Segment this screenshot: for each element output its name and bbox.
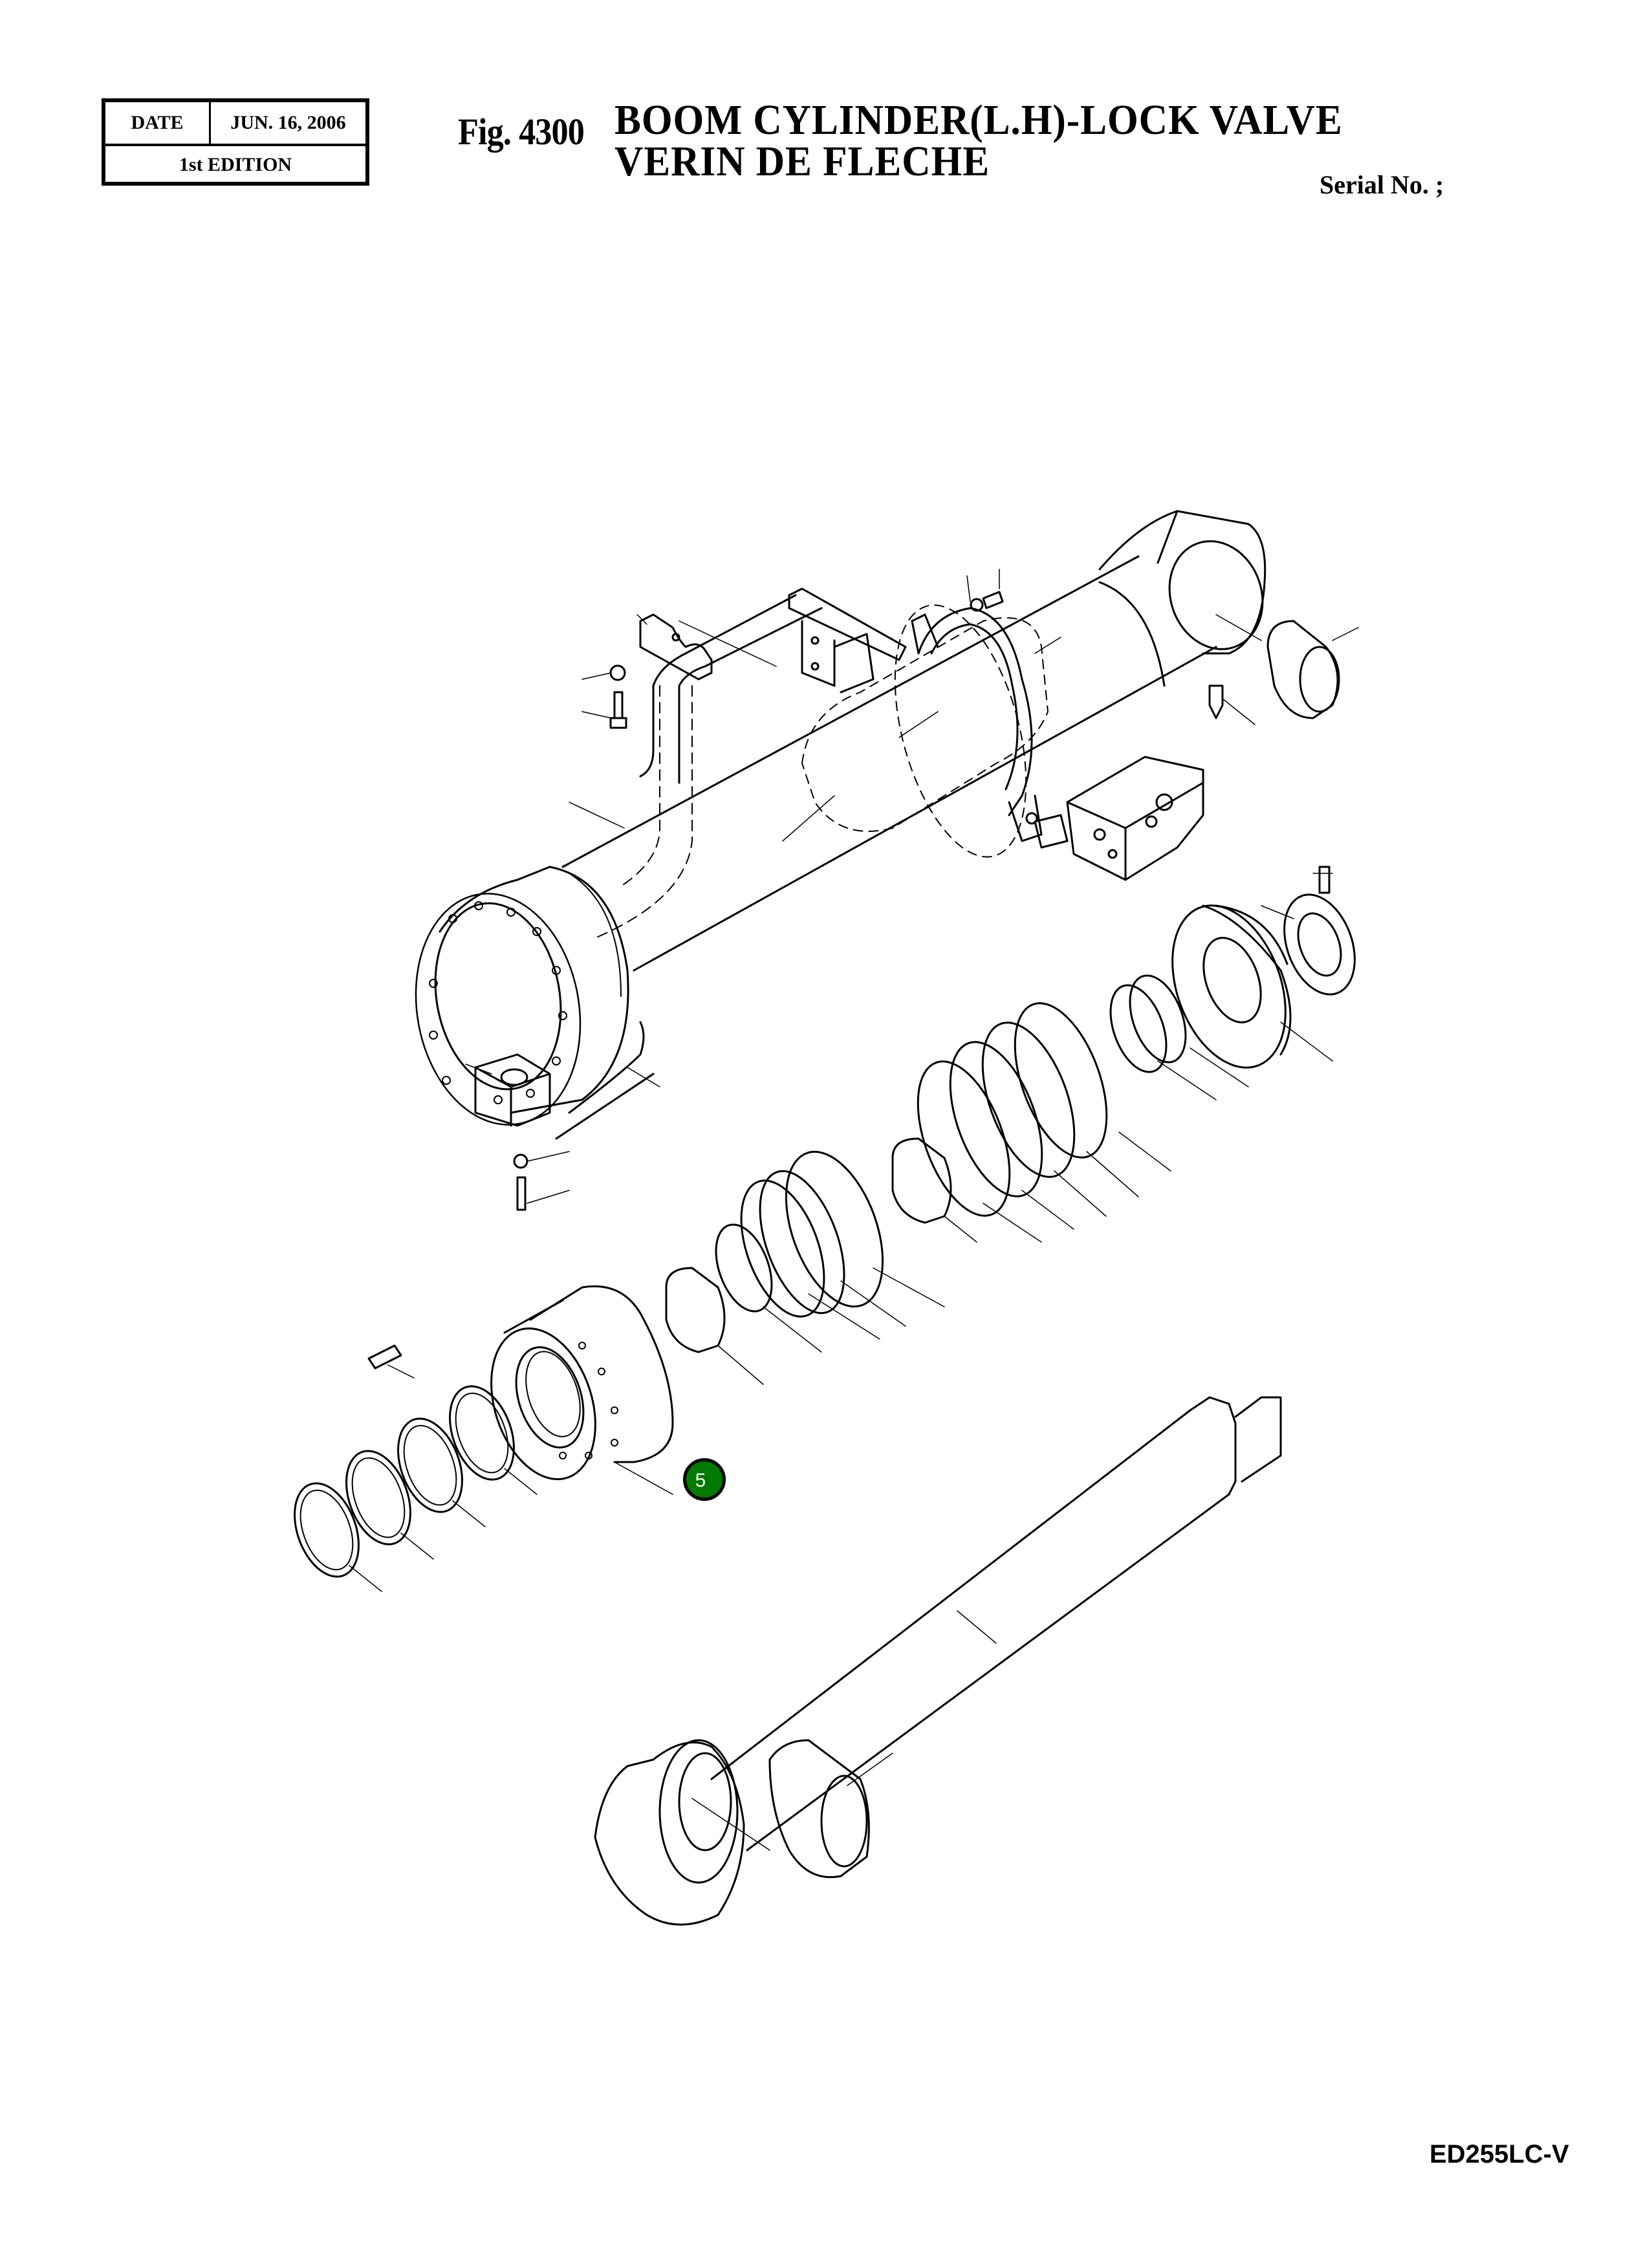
piston <box>1171 904 1292 1069</box>
edition-label: 1st EDITION <box>179 153 292 175</box>
fasteners-top <box>609 591 1224 729</box>
port-flange <box>474 1053 551 1211</box>
lock-valve-block <box>1034 756 1204 881</box>
piston-nut <box>1283 866 1356 996</box>
pipe-saddle-block <box>639 613 713 681</box>
rod-cover-gland <box>490 1285 674 1480</box>
mounting-bracket <box>788 587 907 694</box>
date-edition-box: DATE JUN. 16, 2006 1st EDITION <box>102 98 369 186</box>
pipe-clamp-band <box>894 604 1043 858</box>
figure-number: Fig. 4300 <box>458 111 585 153</box>
model-code: ED255LC-V <box>1429 2140 1569 2168</box>
date-value: JUN. 16, 2006 <box>230 112 346 133</box>
leader-lines <box>349 569 1359 1851</box>
seal-rings-gland <box>294 1344 515 1578</box>
page-title-french: VERIN DE FLECHE <box>614 138 990 185</box>
callout-bubble-5[interactable]: 5 <box>683 1458 726 1501</box>
callout-number: 5 <box>695 1470 706 1491</box>
eye-bushing-top <box>1266 620 1340 719</box>
page-title-english: BOOM CYLINDER(L.H)-LOCK VALVE <box>614 96 1343 144</box>
date-label: DATE <box>105 102 211 144</box>
serial-number-label: Serial No. ; <box>1320 170 1444 199</box>
cylinder-tube <box>415 510 1266 1140</box>
date-row: DATE JUN. 16, 2006 <box>105 102 365 146</box>
piston-rod <box>594 1396 1282 1926</box>
seal-rings-piston <box>665 974 1187 1353</box>
